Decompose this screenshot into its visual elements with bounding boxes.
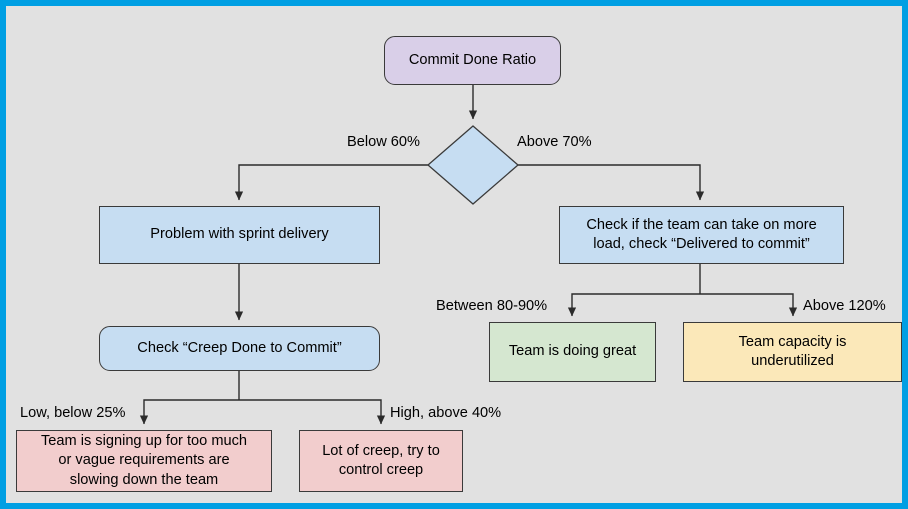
- edge-decision-left: [234, 164, 441, 201]
- edge-load-to-capacity: [700, 293, 798, 317]
- edge-label-above-120: Above 120%: [803, 298, 886, 314]
- node-lot-of-creep-control-creep[interactable]: Lot of creep, try to control creep: [299, 430, 463, 492]
- edge-label-below-60: Below 60%: [347, 134, 421, 150]
- connector-layer: [139, 85, 798, 425]
- edge-label-above-70: Above 70%: [517, 134, 592, 150]
- edge-creep-to-lotcreep: [239, 399, 386, 425]
- node-commit-done-ratio[interactable]: Commit Done Ratio: [384, 36, 561, 85]
- node-team-capacity-underutilized[interactable]: Team capacity is underutilized: [683, 322, 902, 382]
- edge-label-high-above-40: High, above 40%: [390, 405, 502, 421]
- node-check-team-capacity-load[interactable]: Check if the team can take on more load,…: [559, 206, 844, 264]
- edge-decision-right: [518, 164, 705, 201]
- edge-label-low-below-25: Low, below 25%: [20, 405, 126, 421]
- edge-creep-to-signing: [139, 399, 239, 425]
- node-team-is-doing-great[interactable]: Team is doing great: [489, 322, 656, 382]
- edge-label-between-80-90: Between 80-90%: [436, 298, 548, 314]
- node-problem-with-sprint-delivery[interactable]: Problem with sprint delivery: [99, 206, 380, 264]
- decision-diamond: [427, 125, 519, 205]
- node-team-signing-up-too-much[interactable]: Team is signing up for too much or vague…: [16, 430, 272, 492]
- edge-load-to-great: [567, 293, 700, 317]
- node-check-creep-done-to-commit[interactable]: Check “Creep Done to Commit”: [99, 326, 380, 371]
